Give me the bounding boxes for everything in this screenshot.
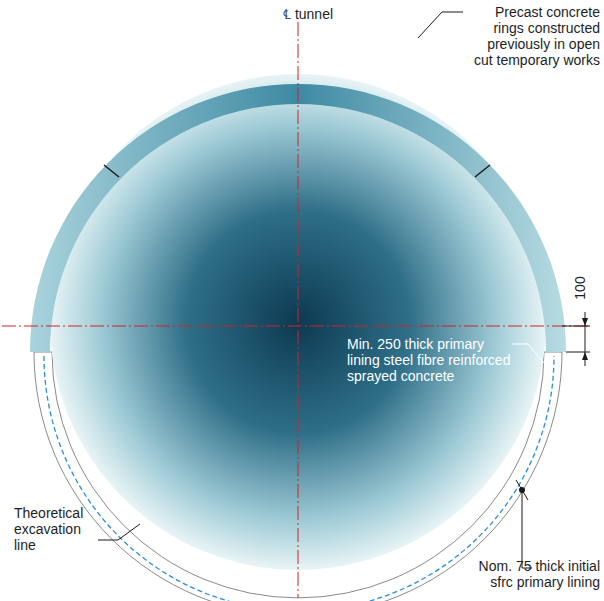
- centre-line-label: ℄ tunnel: [283, 6, 373, 22]
- dimension-line: [562, 326, 590, 327]
- leader-line: [522, 490, 532, 568]
- dimension-arrow: [582, 318, 588, 360]
- part-label: Precast concrete rings constructed previ…: [466, 4, 600, 68]
- part-label: Min. 250 thick primary lining steel fibr…: [347, 336, 517, 384]
- leader-line: [418, 12, 463, 38]
- part-label: Theoretical excavation line: [14, 505, 100, 553]
- centre-line: [298, 22, 299, 598]
- dimension-label: 100: [572, 268, 588, 308]
- part-label: Nom. 75 thick initial sfrc primary linin…: [470, 558, 600, 590]
- ring-joint: [104, 165, 119, 177]
- dimension-line: [566, 352, 590, 353]
- leader-line: [98, 524, 140, 540]
- centre-line: [2, 326, 588, 327]
- ring-joint: [475, 165, 490, 177]
- leader-line: [512, 344, 552, 372]
- leader-line: [516, 480, 528, 500]
